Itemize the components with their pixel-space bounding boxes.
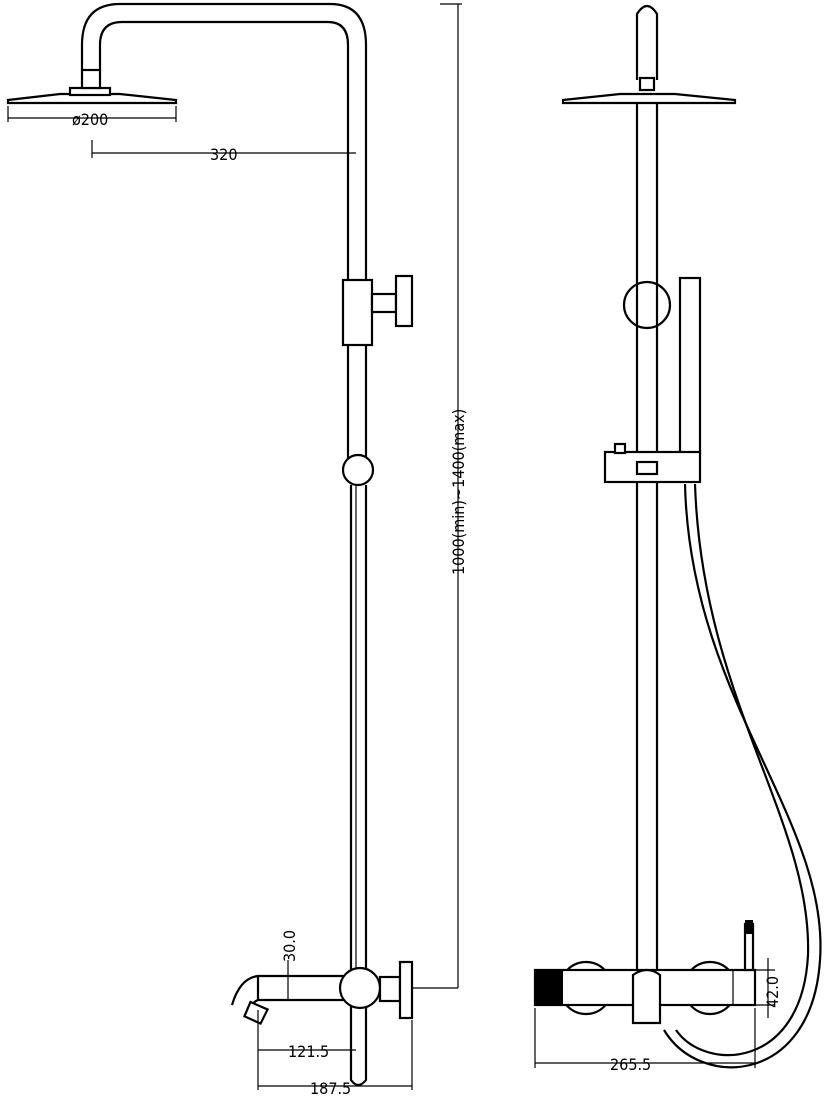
height-slider (341, 274, 414, 347)
dimension-lines-front (7, 3, 462, 1090)
side-mixer (533, 920, 757, 1025)
side-holder-ring (622, 280, 672, 330)
shower-arm (80, 2, 368, 70)
mixer-width-label: 265.5 (610, 1055, 651, 1074)
dimension-lines-side (534, 958, 775, 1068)
height-range-label: 1000(min)~1400(max) (449, 409, 468, 575)
overhead-shower-head (6, 68, 178, 105)
side-slider (603, 442, 702, 484)
head-diameter-label: ø200 (72, 110, 108, 129)
riser-pipe (346, 45, 368, 460)
hose-holder (341, 453, 375, 1087)
spout-diameter-label: 30.0 (280, 930, 299, 962)
shower-hose (663, 483, 822, 1069)
spout-projection-label: 121.5 (288, 1042, 329, 1061)
side-view: 42.0 265.5 (533, 4, 822, 1074)
hand-shower (678, 276, 702, 456)
bath-mixer (230, 960, 458, 1026)
side-riser-pipe (635, 103, 659, 972)
hot-cold-indicator (535, 970, 563, 1005)
mixer-projection-label: 187.5 (310, 1079, 351, 1096)
mixer-height-label: 42.0 (763, 976, 782, 1008)
arm-reach-label: 320 (210, 145, 237, 164)
side-shower-head (561, 4, 737, 105)
front-view: ø200 320 1000(min)~1400(max) 30.0 121.5 … (6, 2, 468, 1096)
